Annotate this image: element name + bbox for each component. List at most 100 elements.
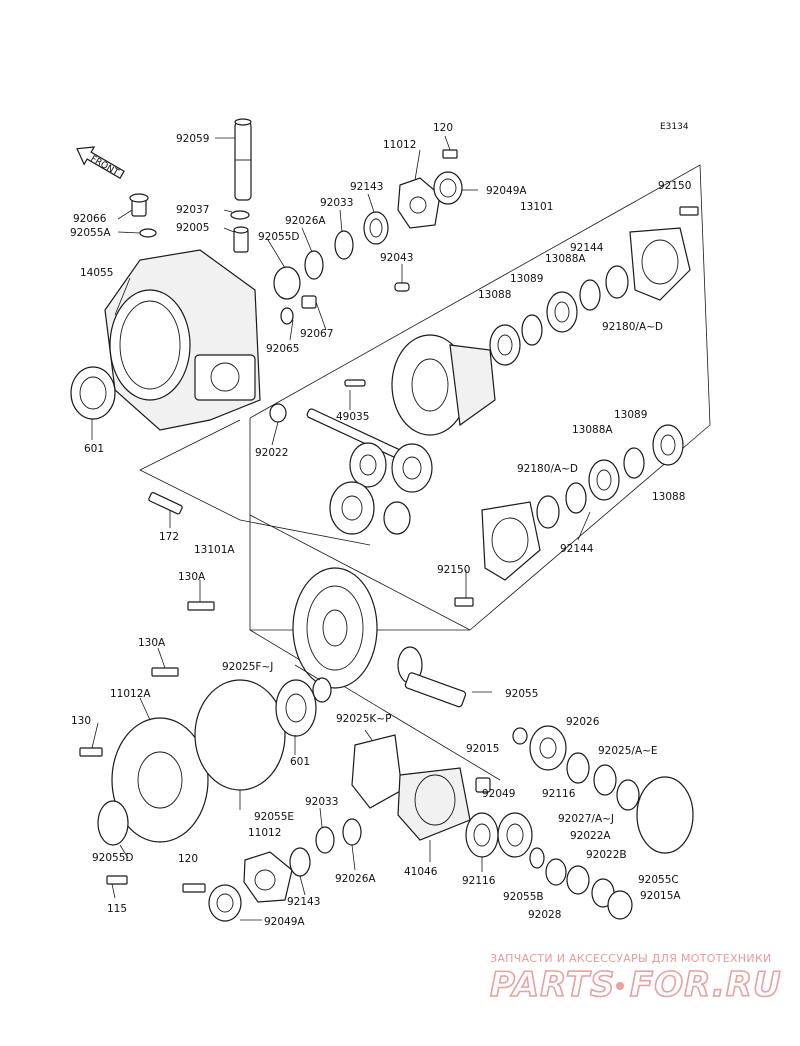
oring-92055C	[636, 776, 694, 854]
label-601-bot: 601	[290, 756, 310, 768]
clutch-plate-13088-top	[489, 324, 521, 366]
bearing-92116b	[465, 812, 499, 858]
plate-13089-top	[521, 314, 543, 346]
label-92025F: 92025F~J	[222, 661, 273, 673]
label-13088-top: 13088	[478, 289, 511, 301]
bolt-130A-a	[187, 601, 215, 611]
case-14055	[104, 249, 261, 431]
shim-92180-top	[605, 265, 629, 299]
bolt-120-top	[442, 149, 458, 159]
fitting-92005	[233, 226, 249, 253]
label-14055: 14055	[80, 267, 113, 279]
label-13088-mid: 13088	[652, 491, 685, 503]
label-13089-mid: 13089	[614, 409, 647, 421]
plate-13089-mid	[623, 447, 645, 479]
label-92033-bot: 92033	[305, 796, 338, 808]
label-13101: 13101	[520, 201, 553, 213]
shim-92026	[566, 752, 590, 784]
washer-92022	[269, 403, 287, 423]
label-92066: 92066	[73, 213, 107, 225]
label-92116-a: 92116	[542, 788, 576, 800]
stud-172	[148, 492, 183, 515]
label-92037: 92037	[176, 204, 209, 216]
label-92049A-bot: 92049A	[264, 916, 305, 928]
nut-92015	[475, 777, 491, 793]
shim-92033-bot	[315, 826, 335, 854]
label-130: 130	[71, 715, 91, 727]
label-92026A-top: 92026A	[285, 215, 326, 227]
label-41046: 41046	[404, 866, 438, 878]
housing-41046	[397, 767, 471, 841]
watermark-dot	[616, 982, 624, 990]
label-92015: 92015	[466, 743, 499, 755]
shim-92025A	[593, 764, 617, 796]
watermark: ЗАПЧАСТИ И АКСЕССУАРЫ ДЛЯ МОТОТЕХНИКИ PA…	[489, 952, 782, 1006]
pinion-gear-left	[349, 442, 387, 488]
label-92015A: 92015A	[640, 890, 681, 902]
plug-92066	[129, 193, 149, 217]
nut-92067	[301, 295, 317, 309]
watermark-brand-part1: PARTS	[490, 965, 615, 1005]
oring-92055E	[194, 679, 286, 791]
label-130A-top: 130A	[178, 571, 206, 583]
label-115: 115	[107, 903, 127, 915]
washer-92022A	[566, 865, 590, 895]
bolt-92150-mid	[454, 597, 474, 607]
label-11012-bot: 11012	[248, 827, 281, 839]
bolt-92150-top	[679, 206, 699, 216]
oring-92055A	[139, 228, 157, 238]
bolt-130A-b	[151, 667, 179, 677]
label-130A-mid: 130A	[138, 637, 166, 649]
label-92055C: 92055C	[638, 874, 679, 886]
label-13101A: 13101A	[194, 544, 235, 556]
part-labels: 92059 120 11012 92143 92049A 92033 92026…	[70, 122, 691, 928]
thrust-washer	[383, 501, 411, 535]
shim-92027	[616, 779, 640, 811]
diagram-code: E3134	[660, 122, 689, 132]
label-13088A-mid: 13088A	[572, 424, 613, 436]
housing-right-mid	[481, 501, 541, 581]
label-92055: 92055	[505, 688, 538, 700]
nut-92015A	[607, 890, 633, 920]
bolt-130	[79, 747, 103, 757]
label-13089-top: 13089	[510, 273, 543, 285]
bolt-115	[106, 875, 128, 885]
label-92059: 92059	[176, 133, 209, 145]
label-92065: 92065	[266, 343, 299, 355]
label-92144-top: 92144	[570, 242, 604, 254]
bolt-120-bot	[182, 883, 206, 893]
seal-92049	[497, 812, 533, 858]
label-92049: 92049	[482, 788, 515, 800]
label-92180-mid: 92180/A~D	[517, 463, 578, 475]
washer-92037	[230, 210, 250, 220]
watermark-brand-part2: FOR.RU	[630, 965, 782, 1005]
ring-gear	[292, 567, 378, 689]
oring-92055B	[529, 847, 545, 869]
label-92033-top: 92033	[320, 197, 353, 209]
label-172: 172	[159, 531, 179, 543]
gasket-92025K	[351, 734, 403, 809]
seal-92143-top	[363, 211, 389, 245]
label-92022: 92022	[255, 447, 288, 459]
label-92055B: 92055B	[503, 891, 544, 903]
label-92022B: 92022B	[586, 849, 627, 861]
washer-92144-mid	[565, 482, 587, 514]
label-601-top: 601	[84, 443, 104, 455]
label-92043: 92043	[380, 252, 413, 264]
cap-11012-top	[397, 177, 441, 229]
plate-13088A-top	[546, 291, 578, 333]
label-92025A: 92025/A~E	[598, 745, 658, 757]
seal-92143-bot	[289, 847, 311, 877]
label-92025K: 92025K~P	[336, 713, 391, 725]
label-11012A: 11012A	[110, 688, 151, 700]
washer-92144-top	[579, 279, 601, 311]
plate-13088-mid	[652, 424, 684, 466]
oring-92055D-bot	[97, 800, 129, 846]
cover-11012A	[111, 717, 209, 843]
watermark-subtitle: ЗАПЧАСТИ И АКСЕССУАРЫ ДЛЯ МОТОТЕХНИКИ	[490, 952, 772, 965]
oring-92055D-top	[273, 266, 301, 300]
label-92150-top: 92150	[658, 180, 691, 192]
spacer-92028	[545, 858, 567, 886]
shim-92180-mid	[536, 495, 560, 529]
label-92116-b: 92116	[462, 875, 496, 887]
